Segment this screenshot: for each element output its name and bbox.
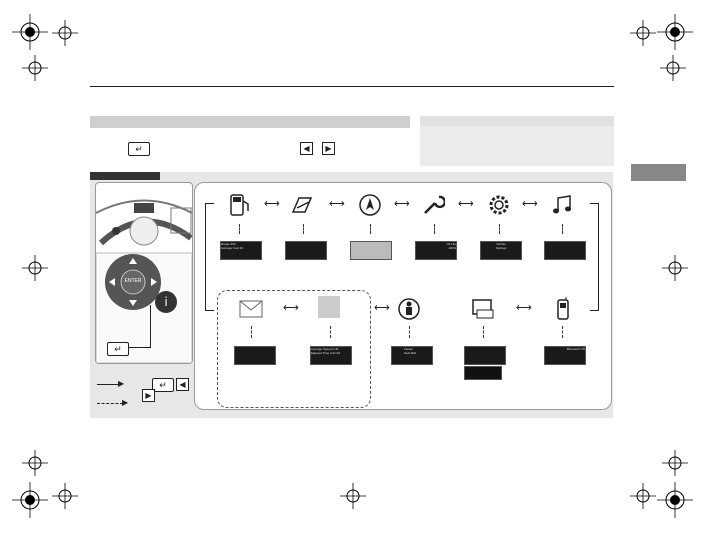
- dashed-arrow: [251, 326, 252, 338]
- legend-solid-arrow: [97, 384, 119, 385]
- registration-mark-icon: [657, 14, 693, 50]
- registration-mark-icon: [12, 482, 48, 518]
- bidirectional-arrow: ⟷: [264, 198, 280, 210]
- info-button-icon: ↵: [152, 378, 174, 392]
- navigation-screen: [350, 241, 392, 260]
- svg-text:i: i: [164, 295, 167, 309]
- enter-button-label: ENTER: [124, 278, 142, 284]
- bidirectional-arrow: ⟷: [329, 198, 345, 210]
- left-arrow-button-icon: ◀: [300, 142, 313, 155]
- directional-pad-icon: [105, 254, 161, 310]
- dashed-arrow: [370, 224, 371, 234]
- dashed-arrow: [239, 224, 240, 234]
- loop-arrow-right: [590, 203, 599, 311]
- screen-line: Elapsed Time A 01:32: [311, 351, 341, 355]
- warning-message-screen: [464, 346, 506, 365]
- bidirectional-arrow: ⟷: [283, 302, 299, 314]
- bidirectional-arrow: ⟷: [522, 198, 538, 210]
- left-arrow-button-icon: ◀: [176, 378, 189, 391]
- fuel-info-screen: Range 300 Average Fuel 26: [220, 241, 262, 260]
- registration-mark-icon: [630, 483, 656, 509]
- info-button-icon: ↵: [128, 142, 150, 156]
- registration-mark-icon: [52, 483, 78, 509]
- screen-line: Vehicle: [496, 242, 506, 246]
- trip-info-screen: [285, 241, 327, 260]
- header-rule: [90, 86, 614, 87]
- screen-line: Average Fuel 26: [221, 246, 243, 250]
- legend-arrow-head: ▶: [122, 398, 129, 407]
- registration-mark-icon: [657, 482, 693, 518]
- bidirectional-arrow: ⟷: [458, 198, 474, 210]
- dashed-arrow: [483, 326, 484, 338]
- audio-screen: [544, 241, 586, 260]
- screen-line: Average Speed A 46: [311, 347, 339, 351]
- registration-mark-icon: [22, 55, 48, 81]
- section-title-bar: [90, 116, 410, 128]
- gear-icon: [486, 192, 512, 218]
- dashed-arrow: [562, 224, 563, 234]
- trip-meter-icon: [290, 192, 316, 218]
- note-box-header: [420, 116, 614, 126]
- bidirectional-arrow: ⟷: [516, 302, 532, 314]
- dashed-arrow: [434, 224, 435, 234]
- right-arrow-button-icon: ▶: [142, 389, 155, 402]
- registration-mark-icon: [22, 255, 48, 281]
- display-flow-box: [194, 182, 612, 410]
- seat-belt-icon: [396, 296, 422, 322]
- screen-line: 100%: [448, 246, 456, 250]
- wrench-icon: [420, 192, 446, 218]
- screen-line: Range 300: [221, 242, 236, 246]
- right-arrow-button-icon: ▶: [322, 142, 335, 155]
- registration-mark-icon: [660, 55, 686, 81]
- warning-subscreen: [464, 366, 502, 380]
- optional-items-group: [217, 290, 371, 408]
- registration-mark-icon: [662, 450, 688, 476]
- callout-line: [128, 347, 151, 348]
- display-warning-icon: [470, 296, 496, 322]
- bidirectional-arrow: ⟷: [394, 198, 410, 210]
- phone-screen: Bluetooth ON: [544, 346, 586, 365]
- fuel-pump-icon: [227, 192, 253, 218]
- screen-line: Seat Belt: [404, 351, 417, 355]
- dashed-arrow: [330, 326, 331, 338]
- music-note-icon: [549, 192, 575, 218]
- info-button-icon: ↵: [107, 342, 129, 356]
- chapter-tab: [631, 164, 686, 181]
- screen-line: Fasten: [404, 347, 414, 351]
- legend-arrow-head: ▶: [118, 379, 125, 388]
- screen-line: Bluetooth ON: [566, 347, 585, 351]
- legend-dashed-arrow: [97, 403, 123, 404]
- screen-line: Settings: [495, 246, 507, 250]
- loop-arrow-left: [205, 203, 214, 311]
- dashed-arrow: [303, 224, 304, 234]
- registration-mark-icon: [22, 450, 48, 476]
- settings-screen: Vehicle Settings: [480, 241, 522, 260]
- registration-mark-icon: [630, 20, 656, 46]
- mobile-phone-icon: [550, 296, 576, 322]
- registration-mark-icon: [662, 255, 688, 281]
- info-button-icon: i: [155, 291, 177, 313]
- blank-square-icon: [318, 296, 340, 318]
- bidirectional-arrow: ⟷: [374, 302, 390, 314]
- diagram-tab: [90, 172, 160, 180]
- screen-line: Oil Life: [446, 242, 456, 246]
- dashed-arrow: [499, 224, 500, 234]
- dashed-arrow: [562, 326, 563, 338]
- seat-belt-screen: Fasten Seat Belt: [391, 346, 433, 365]
- callout-line: [150, 305, 151, 347]
- messages-screen: [234, 346, 276, 365]
- registration-mark-icon: [52, 20, 78, 46]
- maintenance-screen: Oil Life 100%: [415, 241, 457, 260]
- trip-average-screen: Average Speed A 46 Elapsed Time A 01:32: [310, 346, 352, 365]
- envelope-icon: [238, 296, 264, 322]
- dashed-arrow: [409, 326, 410, 338]
- navigation-compass-icon: [357, 192, 383, 218]
- registration-mark-icon: [12, 14, 48, 50]
- registration-mark-icon: [340, 483, 366, 509]
